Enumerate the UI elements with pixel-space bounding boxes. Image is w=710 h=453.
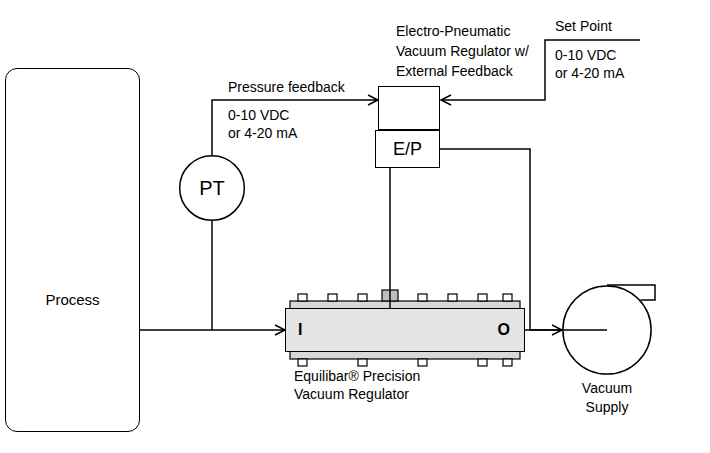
instrument-tag: PT [199, 177, 225, 200]
bolt [298, 294, 307, 301]
bolt [503, 359, 512, 366]
transducer-box: E/P [375, 130, 440, 168]
bottom-plate [290, 351, 520, 359]
bolt [448, 294, 457, 301]
bolt [358, 294, 367, 301]
regulator-label: Equilibar® Precision Vacuum Regulator [294, 367, 444, 403]
bolt [418, 294, 427, 301]
controller-box: Electro-Pneumatic Vacuum Regulator w/ Ex… [378, 86, 440, 130]
pipe-connector [140, 325, 285, 335]
pipe-connector [440, 149, 562, 330]
bolt [478, 359, 487, 366]
circle-outline [563, 286, 651, 374]
port-letter: I [298, 320, 302, 340]
pipe-connector [212, 95, 378, 155]
regulator-body: IOEquilibar® Precision Vacuum Regulator [285, 308, 525, 352]
signal-name: Set Point [555, 18, 612, 34]
controller-heading: Electro-Pneumatic Vacuum Regulator w/ Ex… [396, 21, 533, 81]
circle-outline [562, 285, 652, 375]
pump-inlet-line [562, 329, 607, 331]
signal-name: Pressure feedback [228, 79, 345, 95]
transducer-label: E/P [393, 139, 422, 160]
process-box: Process [5, 68, 140, 432]
vacuum-pump: Vacuum Supply [562, 285, 652, 375]
port-letter: O [498, 320, 510, 340]
bolt [503, 294, 512, 301]
signal-range: 0-10 VDC or 4-20 mA [555, 46, 629, 82]
bolt [298, 359, 307, 366]
bolt [478, 294, 487, 301]
process-label: Process [45, 291, 99, 308]
signal-range: 0-10 VDC or 4-20 mA [228, 106, 302, 142]
bolt [328, 294, 337, 301]
pump-label: Vacuum Supply [577, 379, 637, 417]
pipe-connector [525, 325, 562, 335]
circle-outline [180, 156, 245, 221]
pipe-connector [389, 168, 391, 308]
tap-line [211, 221, 213, 330]
transmitter-circle: PT [179, 155, 245, 221]
bolt [418, 359, 427, 366]
bolt [358, 359, 367, 366]
arrow-head [441, 95, 451, 105]
